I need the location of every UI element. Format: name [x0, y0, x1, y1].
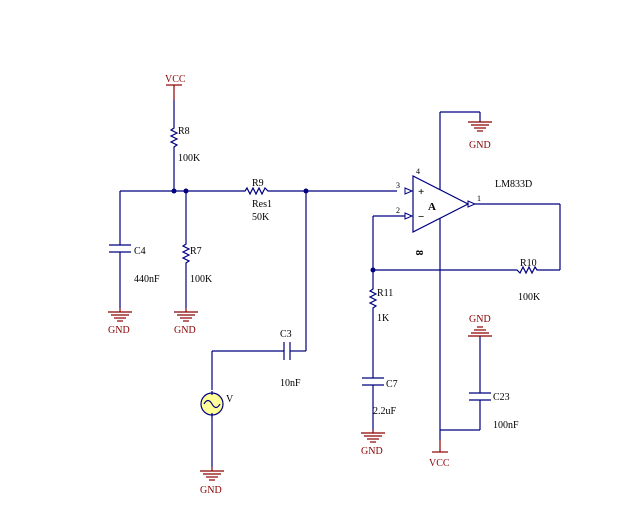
- vcc-bottom-label: VCC: [429, 458, 450, 469]
- r8-ref-label: R8: [178, 126, 190, 137]
- r9-model-label: Res1: [252, 199, 272, 210]
- gnd-c4-label: GND: [108, 325, 130, 336]
- r10-value-label: 100K: [518, 292, 541, 303]
- c3-ref-label: C3: [280, 329, 292, 340]
- c7-ref-label: C7: [386, 379, 398, 390]
- c4-value-label: 440nF: [134, 274, 160, 285]
- r10-ref-label: R10: [520, 258, 537, 269]
- resistor-r10: [513, 265, 541, 275]
- r11-value-label: 1K: [377, 313, 390, 324]
- resistor-r8: [169, 124, 179, 151]
- gnd-symbol-opamp-top: GND: [468, 121, 492, 151]
- c23-ref-label: C23: [493, 392, 510, 403]
- gnd-opamp-top-label: GND: [469, 140, 491, 151]
- gnd-c23-label: GND: [469, 314, 491, 325]
- opamp-pin-minus-number: 2: [396, 206, 400, 215]
- resistor-r11: [368, 285, 378, 312]
- vcc-symbol-top: VCC: [165, 74, 186, 100]
- opamp-pin-out-number: 1: [477, 194, 481, 203]
- r11-ref-label: R11: [377, 288, 393, 299]
- gnd-symbol-c23: GND: [468, 314, 492, 337]
- opamp-part-label: LM833D: [495, 179, 532, 190]
- junction-r8: [171, 188, 177, 194]
- vcc-top-label: VCC: [165, 74, 186, 85]
- r8-value-label: 100K: [178, 153, 201, 164]
- ac-voltage-source-icon: [200, 391, 224, 417]
- gnd-symbol-r7: GND: [174, 308, 198, 336]
- c4-ref-label: C4: [134, 246, 146, 257]
- resistor-r9: [241, 186, 272, 196]
- opamp-minus-sign: −: [418, 211, 424, 223]
- gnd-symbol-c4: GND: [108, 308, 132, 336]
- c23-value-label: 100nF: [493, 420, 519, 431]
- c3-value-label: 10nF: [280, 378, 301, 389]
- opamp-plus-sign: +: [418, 186, 424, 198]
- r9-ref-label: R9: [252, 178, 264, 189]
- resistor-r7: [181, 240, 191, 267]
- gnd-symbol-c7: GND: [361, 430, 385, 457]
- r7-value-label: 100K: [190, 274, 213, 285]
- gnd-r7-label: GND: [174, 325, 196, 336]
- opamp-pin-plus-number: 3: [396, 181, 400, 190]
- gnd-c7-label: GND: [361, 446, 383, 457]
- vcc-symbol-bottom: VCC: [429, 440, 450, 469]
- gnd-source-label: GND: [200, 485, 222, 496]
- opamp-pin-vpos-number: 8: [413, 250, 425, 256]
- opamp-unit-label: A: [428, 201, 436, 213]
- c7-value-label: 2.2uF: [373, 406, 397, 417]
- r9-value-label: 50K: [252, 212, 270, 223]
- source-ref-label: V: [226, 394, 234, 405]
- r7-ref-label: R7: [190, 246, 202, 257]
- gnd-symbol-source: GND: [200, 467, 224, 496]
- opamp-pin-vneg-number: 4: [416, 167, 420, 176]
